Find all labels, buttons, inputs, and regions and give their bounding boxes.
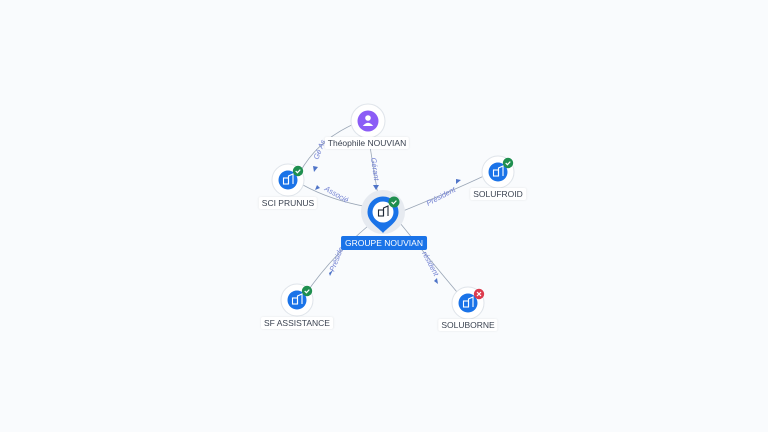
node-label-main[interactable]: GROUPE NOUVIAN bbox=[341, 236, 427, 250]
node-label-person[interactable]: Théophile NOUVIAN bbox=[324, 137, 410, 149]
node-label-solufroid[interactable]: SOLUFROID bbox=[470, 188, 526, 200]
building-icon bbox=[291, 293, 303, 305]
arrow-person-prunus bbox=[313, 166, 318, 172]
status-ok-badge bbox=[502, 157, 514, 169]
node-label-soluborne[interactable]: SOLUBORNE bbox=[438, 319, 498, 331]
arrow-main-solufroid bbox=[456, 179, 461, 184]
status-ok-badge bbox=[301, 285, 313, 297]
building-icon bbox=[492, 165, 504, 177]
edge-main-prunus bbox=[302, 184, 369, 208]
status-ok-badge bbox=[388, 196, 400, 208]
building-icon bbox=[282, 173, 294, 185]
node-sfassist[interactable] bbox=[280, 283, 314, 317]
status-ok-badge bbox=[292, 165, 304, 177]
node-label-sfassist[interactable]: SF ASSISTANCE bbox=[261, 317, 333, 329]
arrow-main-soluborne bbox=[434, 278, 438, 284]
check-icon bbox=[295, 169, 301, 174]
close-icon bbox=[476, 291, 482, 297]
edge-main-soluborne bbox=[399, 222, 463, 299]
node-main[interactable] bbox=[361, 190, 405, 234]
check-icon bbox=[505, 161, 511, 166]
person-icon bbox=[362, 115, 374, 126]
node-solufroid[interactable] bbox=[481, 155, 515, 189]
building-icon bbox=[377, 205, 389, 217]
node-label-prunus[interactable]: SCI PRUNUS bbox=[258, 197, 318, 209]
node-soluborne[interactable] bbox=[451, 286, 485, 320]
check-icon bbox=[391, 200, 397, 205]
edge-label-person-main: Gérant bbox=[369, 157, 381, 182]
arrow-main-sfassist bbox=[329, 270, 333, 276]
node-person[interactable] bbox=[350, 103, 386, 139]
edge-label-main-soluborne: résident bbox=[420, 250, 441, 279]
check-icon bbox=[304, 289, 310, 294]
arrow-person-main bbox=[373, 185, 379, 190]
edge-label-main-prunus: Associé bbox=[322, 183, 350, 204]
arrow-main-prunus bbox=[315, 185, 320, 190]
edge-main-solufroid bbox=[397, 174, 487, 214]
edge-person-prunus bbox=[299, 123, 355, 173]
node-prunus[interactable] bbox=[271, 163, 305, 197]
edge-label-main-solufroid: Président bbox=[425, 185, 458, 208]
building-icon bbox=[462, 296, 474, 308]
